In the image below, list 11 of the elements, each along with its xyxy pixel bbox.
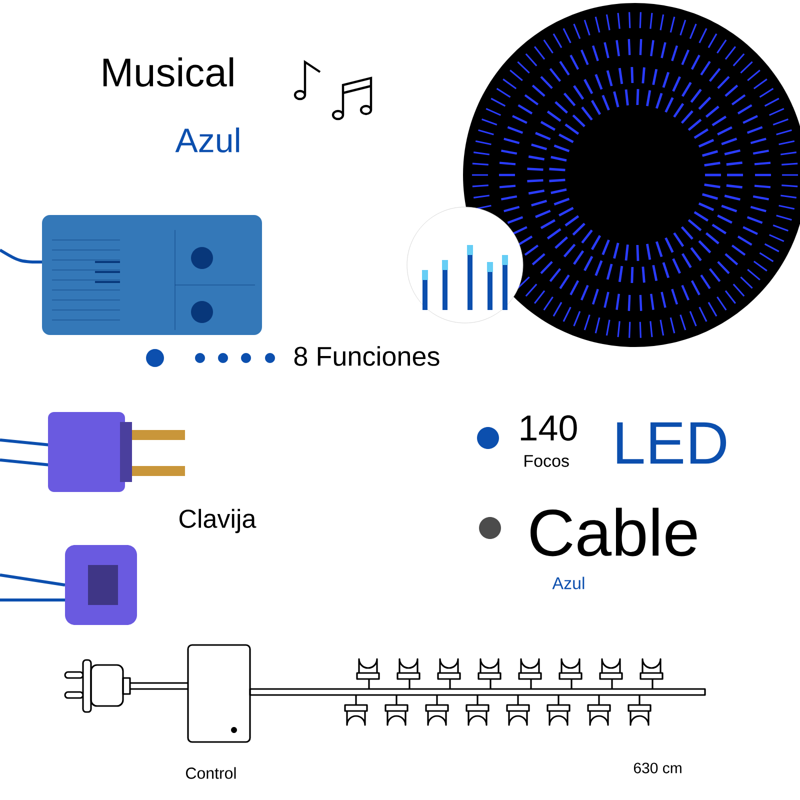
feature-label: 8 Funciones xyxy=(294,346,440,366)
count-caption: Focos xyxy=(524,455,569,467)
part-label: Control xyxy=(186,767,236,779)
count-number: 140 xyxy=(520,415,577,441)
heading: Musical xyxy=(103,57,234,87)
subheading: Azul xyxy=(175,128,240,152)
feature-title: Cable xyxy=(530,508,697,556)
feature-title: LED xyxy=(617,422,726,464)
part-label: Clavija xyxy=(180,508,256,534)
feature-caption: Azul xyxy=(552,576,584,590)
length-label: 630 cm xyxy=(634,762,682,774)
